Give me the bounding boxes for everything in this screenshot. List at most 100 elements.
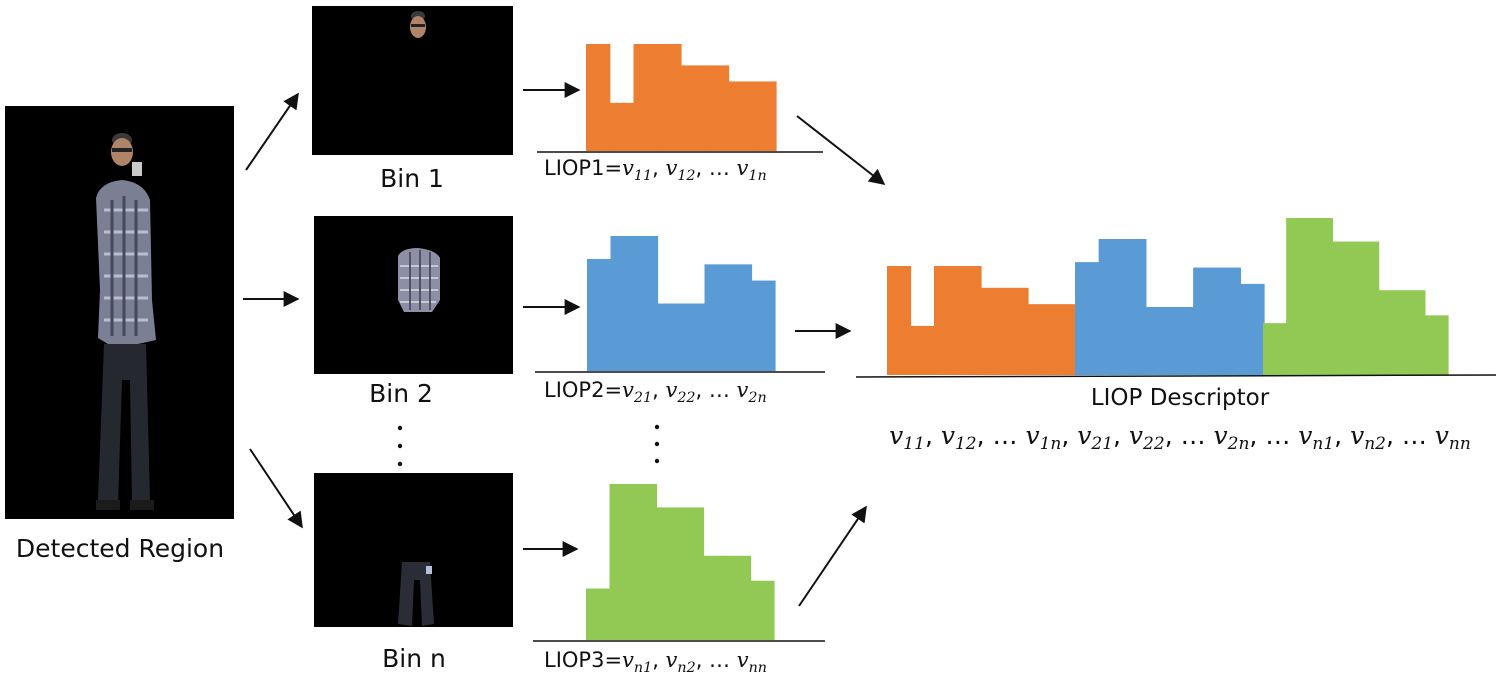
formula-part: , [1334,421,1350,450]
formula-part: LIOP3= [544,648,622,672]
formula-part: n1 [1312,434,1334,454]
formula-part: v [622,156,634,180]
histogram-bar [1240,283,1265,375]
formula-part: v [665,156,677,180]
descriptor-baseline [855,374,1497,378]
formula-part: v [622,648,634,672]
formula-part: , [652,156,665,180]
histogram-bar [957,266,982,375]
formula-part: , … [1249,421,1298,450]
histogram-bar [1193,267,1218,375]
formula-part: v [622,378,634,402]
histogram-bar [727,555,752,640]
histogram-bar [1355,241,1380,375]
histogram-bar [1004,287,1029,375]
histogram-bar [703,555,728,640]
histogram-bar [728,81,753,151]
histogram-bar [633,484,658,640]
histogram-bar [910,325,935,375]
formula-part: v [666,648,678,672]
formula-part: n2 [1364,434,1386,454]
formula-part: , [652,648,665,672]
histogram-bar [1145,307,1171,375]
formula-part: v [665,378,677,402]
histogram-bar [680,507,705,640]
descriptor-segment-bin1 [887,266,1076,375]
liop2-formula: LIOP2=v21, v22, … v2n [544,378,767,406]
formula-part: , … [977,421,1026,450]
formula-part: , [652,378,665,402]
arrow-hist1-to-descriptor [796,115,886,185]
formula-part: , [1061,421,1077,450]
histogram-bar [681,303,706,371]
detected-region-label: Detected Region [16,534,224,563]
histogram-bar [704,65,730,151]
histogram-bar [887,266,912,375]
formula-part: v [737,378,749,402]
formula-part: 22 [676,390,695,406]
histogram-bar [1216,267,1241,375]
formula-part: 1n [1040,434,1062,454]
histogram-bar [1169,307,1194,375]
histogram-bar [609,102,635,151]
formula-part: nn [749,660,767,676]
histogram-bar [981,287,1006,375]
formula-part: v [737,648,749,672]
histogram-bar [704,264,729,371]
arrow-histn-to-descriptor [798,505,867,607]
formula-part: 21 [1090,434,1113,454]
histogram-bar [609,484,634,640]
formula-part: LIOP2= [544,378,622,402]
formula-part: 2n [1227,434,1250,454]
formula-part: 1n [748,168,766,184]
histogram-bin1 [586,44,777,151]
histogram-ellipsis-dots [654,424,660,464]
descriptor-segment-binn [1263,218,1449,375]
histogram-bar [1309,218,1333,375]
histogram-bar [1122,239,1147,375]
histogram-bar [752,81,777,151]
formula-part: 21 [633,390,652,406]
histogram-bar [728,264,753,371]
formula-part: nn [1449,434,1471,454]
descriptor-segment-bin2 [1075,239,1265,375]
bin1-image [312,6,513,155]
formula-part: 12 [677,168,695,184]
binn-label: Bin n [382,644,446,673]
formula-part: 11 [634,168,652,184]
formula-part: , … [1165,421,1214,450]
formula-part: v [1129,421,1143,450]
bin-ellipsis-dots [397,425,403,467]
formula-part: v [889,421,903,450]
histogram-bar [1263,323,1287,375]
formula-part: , … [695,378,736,402]
descriptor-formula: v11, v12, … v1n, v21, v22, … v2n, … vn1,… [889,421,1471,454]
formula-part: v [1025,421,1039,450]
histogram-bar [1028,304,1053,375]
histogram-bar [656,507,681,640]
histogram-bar [1098,239,1123,375]
arrow-to-bin1 [245,92,299,171]
histogram-bar [1332,241,1357,375]
bin1-label: Bin 1 [380,164,444,193]
histogram-bar [633,44,658,151]
formula-part: v [737,156,749,180]
formula-part: n1 [634,660,652,676]
histogram-bar [750,580,775,640]
histogram-bar [657,303,682,371]
detected-region-image [5,106,234,519]
formula-part: LIOP1= [544,156,622,180]
liop-descriptor-histogram [887,218,1449,375]
formula-part: v [1350,421,1364,450]
histogram-bar [1286,218,1310,375]
histogram-bar [587,258,612,371]
histogram-bar [681,65,706,151]
histogram-bar [1378,290,1403,375]
formula-part: n2 [677,660,695,676]
binn-image [314,473,513,627]
formula-part: 11 [903,434,925,454]
formula-part: , … [695,156,736,180]
arrow-to-binn [249,448,303,529]
formula-part: , [925,421,941,450]
